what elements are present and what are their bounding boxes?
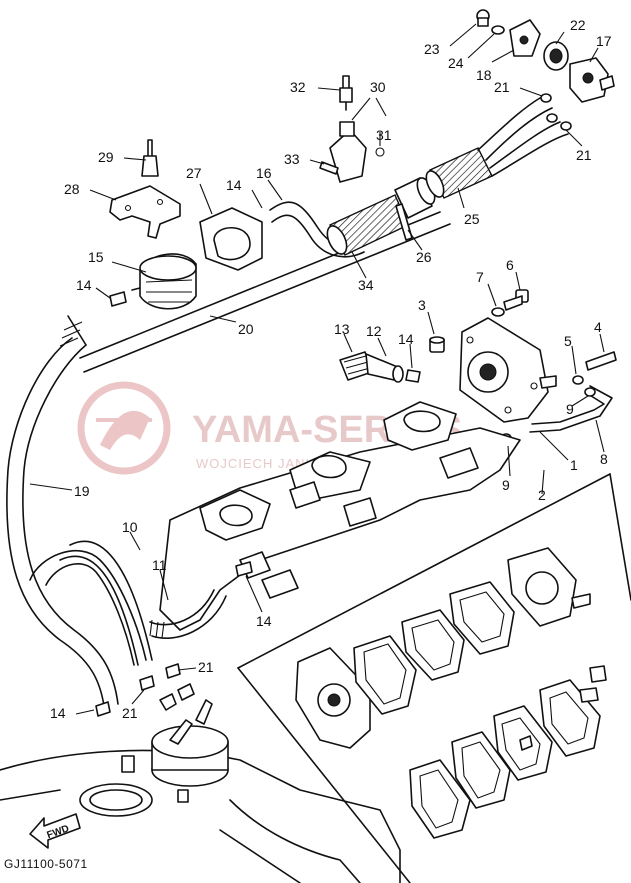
callout-5: 5: [564, 333, 572, 349]
fuel-hose-10: [29, 540, 153, 666]
callout-19: 19: [74, 483, 90, 499]
callout-labels: 23 24 18 22 17 21 21 32 30 31 33 29 27 1…: [50, 17, 612, 721]
callout-10: 10: [122, 519, 138, 535]
callout-21-lower-right: 21: [198, 659, 214, 675]
hose-11: [149, 589, 227, 639]
screw-32: [339, 75, 353, 111]
fuel-pump-1: [459, 317, 557, 423]
leader-lines: [29, 23, 605, 715]
callout-14-lower: 14: [50, 705, 66, 721]
cover-18: [509, 19, 541, 57]
callout-15: 15: [88, 249, 104, 265]
fwd-arrow-icon: FWD: [29, 813, 81, 849]
callout-31: 31: [376, 127, 392, 143]
hose-clip-14-left: [109, 291, 127, 307]
fuel-pickup-pieces: [121, 755, 189, 803]
clips-bottom: [95, 663, 181, 717]
callout-3: 3: [418, 297, 426, 313]
callout-34: 34: [358, 277, 374, 293]
callout-27: 27: [186, 165, 202, 181]
washer-24: [491, 25, 505, 35]
collar-3: [429, 336, 445, 353]
callout-16: 16: [256, 165, 272, 181]
fuel-hose-20: [79, 211, 451, 373]
screw-29: [141, 139, 159, 177]
callout-33: 33: [284, 151, 300, 167]
callout-21-upper-right: 21: [576, 147, 592, 163]
drawing-code: GJ11100-5071: [4, 857, 88, 871]
washer-5: [572, 375, 584, 385]
callout-11: 11: [152, 557, 167, 573]
callout-1: 1: [570, 457, 578, 473]
callout-21-lower-left: 21: [122, 705, 138, 721]
callout-14-upper: 14: [226, 177, 242, 193]
holder-27: [199, 207, 263, 271]
callout-2: 2: [538, 487, 546, 503]
callout-14-manifold: 14: [256, 613, 272, 629]
callout-32: 32: [290, 79, 306, 95]
callout-14-mid: 14: [398, 331, 414, 347]
callout-25: 25: [464, 211, 480, 227]
callout-24: 24: [448, 55, 464, 71]
callout-21-upper-left: 21: [494, 79, 510, 95]
callout-29: 29: [98, 149, 114, 165]
hose-sleeve-34: [326, 194, 409, 256]
callout-22: 22: [570, 17, 586, 33]
callout-9-right: 9: [566, 401, 574, 417]
hose-clip-14-mid: [405, 369, 421, 383]
callout-13: 13: [334, 321, 350, 337]
fuel-hose-19: [6, 315, 119, 707]
fuel-filter-15: [131, 253, 197, 310]
cock-assembly-17: [569, 57, 615, 103]
bolt-4: [585, 351, 617, 371]
intake-manifold: [159, 401, 521, 631]
pump-detail-inset: [237, 473, 631, 883]
grommet-22: [543, 41, 569, 71]
callout-30: 30: [370, 79, 386, 95]
callout-18: 18: [476, 67, 492, 83]
callout-12: 12: [366, 323, 382, 339]
callout-8: 8: [600, 451, 608, 467]
bracket-28: [109, 185, 181, 239]
callout-28: 28: [64, 181, 80, 197]
hose-sleeve-25: [425, 147, 493, 199]
screw-23: [476, 9, 490, 27]
bolt-6: [503, 289, 529, 311]
washer-7: [491, 307, 505, 317]
callout-4: 4: [594, 319, 602, 335]
clamp-assembly-30: [319, 121, 385, 183]
callout-26: 26: [416, 249, 432, 265]
watermark-logo-icon: [77, 381, 171, 475]
callout-6: 6: [506, 257, 514, 273]
fuel-sender-unit: [151, 683, 229, 787]
callout-14-left: 14: [76, 277, 92, 293]
band-clamp-26: [395, 203, 413, 241]
callout-7: 7: [476, 269, 484, 285]
callout-17: 17: [596, 33, 612, 49]
fuel-tank: [0, 749, 401, 883]
callout-23: 23: [424, 41, 440, 57]
hose-clip-14-manifold: [235, 561, 253, 577]
hose-8: [529, 385, 613, 433]
pipe-12: [365, 353, 404, 383]
callout-20: 20: [238, 321, 254, 337]
hose-bundle: [477, 97, 569, 177]
callout-9-lower: 9: [502, 477, 510, 493]
